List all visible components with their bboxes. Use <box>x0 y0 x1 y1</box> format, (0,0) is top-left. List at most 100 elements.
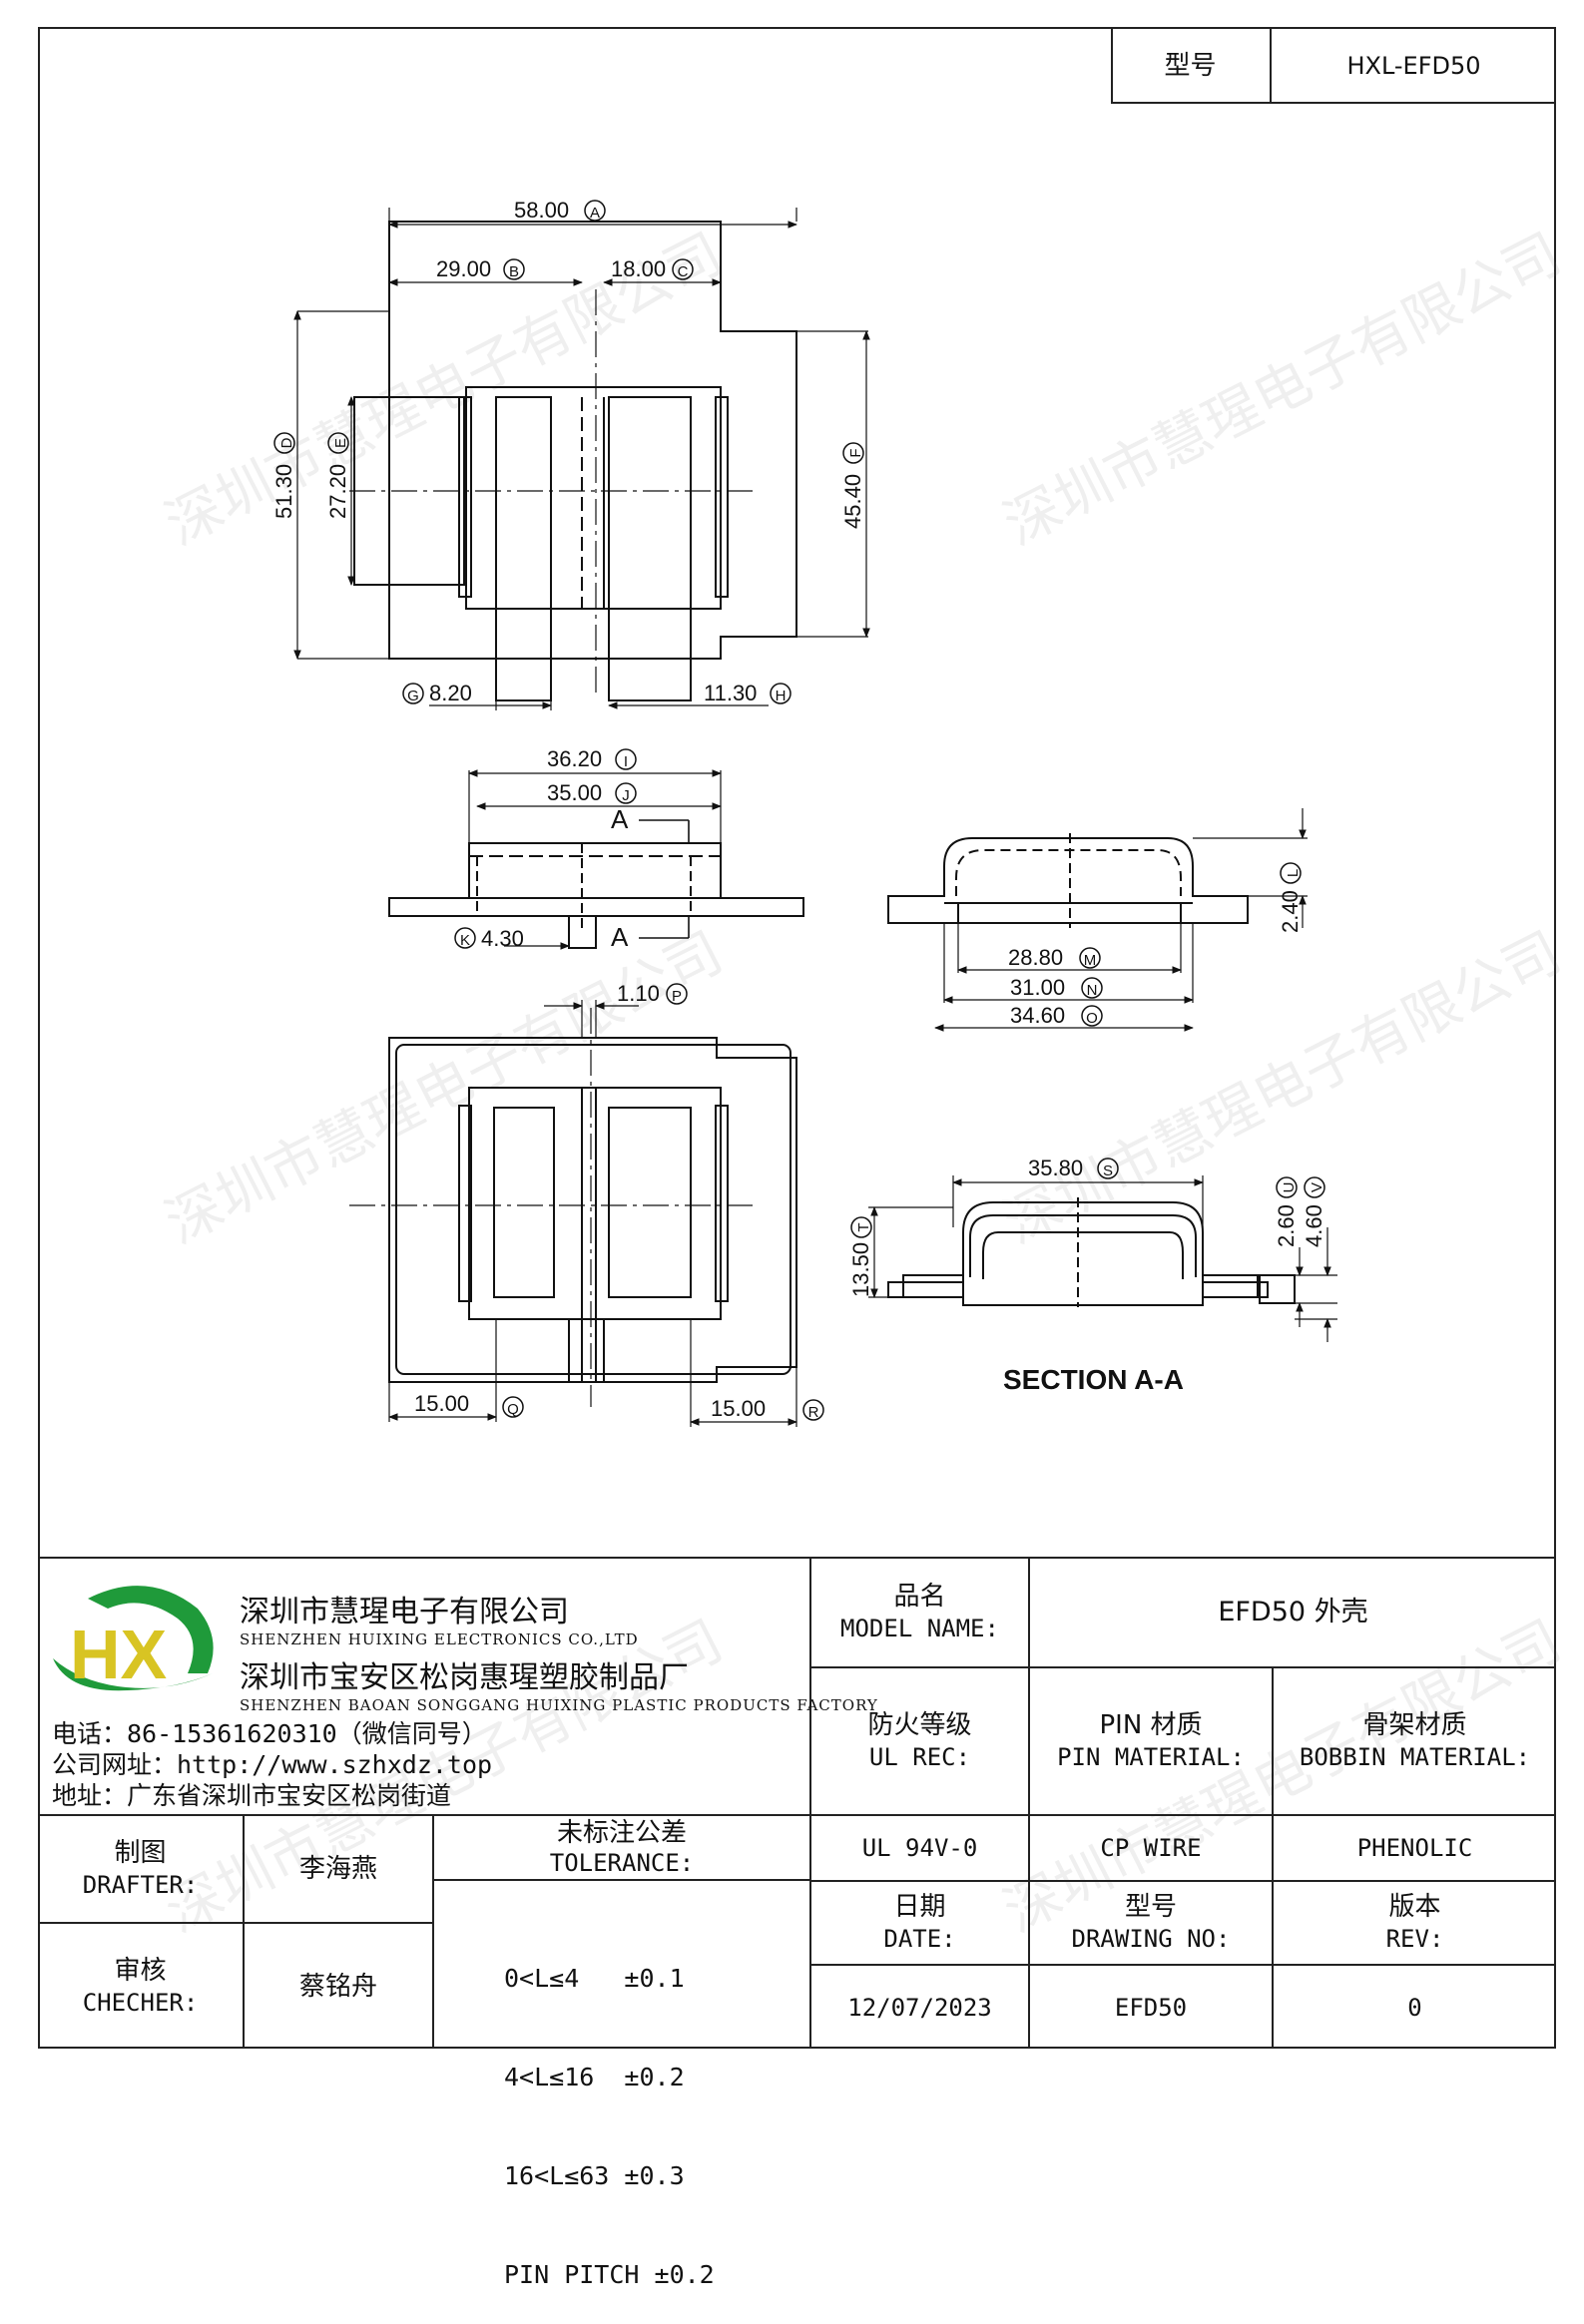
drafter-label-zh: 制图 <box>114 1838 167 1868</box>
date-label-en: DATE: <box>883 1925 956 1953</box>
dim-O: 34.60 O <box>1010 1003 1103 1028</box>
drawing-no-label-zh: 型号 <box>1124 1892 1177 1922</box>
company-website: 公司网址：http://www.szhxdz.top <box>52 1750 493 1779</box>
dim-value-S: 35.80 <box>1028 1156 1083 1180</box>
pin-material-label-en: PIN MATERIAL: <box>1057 1743 1245 1771</box>
dim-V: 4.60 V <box>1302 1176 1326 1247</box>
company-name-2-en: SHENZHEN BAOAN SONGGANG HUIXING PLASTIC … <box>240 1696 878 1714</box>
dim-D: 51.30 D <box>271 432 296 519</box>
rev-label-en: REV: <box>1385 1925 1444 1953</box>
rev-label-zh: 版本 <box>1388 1892 1441 1922</box>
dim-value-J: 35.00 <box>547 780 602 805</box>
dim-Q: 15.00 Q <box>414 1391 524 1418</box>
tolerance-line: 16<L≤63 ±0.3 <box>504 2161 685 2190</box>
dim-P: 1.10 P <box>617 981 688 1006</box>
drawing-frame <box>38 27 1556 2049</box>
dim-K: K 4.30 <box>454 926 524 951</box>
dim-letter-J: J <box>622 787 630 804</box>
dim-value-O: 34.60 <box>1010 1003 1065 1028</box>
dim-letter-Q: Q <box>507 1401 519 1418</box>
dim-I: 36.20 I <box>547 746 637 771</box>
dim-C: 18.00 C <box>611 256 694 281</box>
ul-label-en: UL REC: <box>868 1743 971 1771</box>
dim-value-V: 4.60 <box>1302 1204 1326 1247</box>
dim-value-T: 13.50 <box>848 1242 873 1297</box>
section-mark-bottom: A <box>611 922 629 952</box>
dim-value-A: 58.00 <box>514 198 569 223</box>
company-name-1: 深圳市慧瑆电子有限公司 <box>240 1595 569 1629</box>
dim-letter-B: B <box>509 263 519 280</box>
dim-letter-F: F <box>847 448 864 457</box>
checker-value: 蔡铭舟 <box>298 1971 377 2002</box>
dim-L: 2.40 L <box>1278 862 1303 933</box>
dim-letter-N: N <box>1087 982 1098 999</box>
rev-value: 0 <box>1407 1993 1422 2022</box>
pin-material-value: CP WIRE <box>1100 1834 1202 1862</box>
ul-value: UL 94V-0 <box>861 1834 978 1862</box>
model-header-value: HXL-EFD50 <box>1346 51 1481 80</box>
dim-E: 27.20 E <box>325 432 350 519</box>
technical-drawing: 58.00 A 29.00 B 18.00 C 51.30 D 27.20 E … <box>271 198 1337 1427</box>
dim-J: 35.00 J <box>547 780 637 805</box>
dim-letter-C: C <box>678 263 689 280</box>
dim-N: 31.00 N <box>1010 975 1103 1000</box>
dim-value-U: 2.60 <box>1274 1204 1299 1247</box>
dim-F: 45.40 F <box>840 442 865 529</box>
dim-letter-H: H <box>776 688 787 704</box>
dim-value-L: 2.40 <box>1278 890 1303 933</box>
dim-letter-D: D <box>278 437 295 448</box>
model-header-label: 型号 <box>1164 50 1217 81</box>
model-header-box <box>1111 27 1556 104</box>
model-name-label-en: MODEL NAME: <box>840 1615 999 1642</box>
dim-U: 2.60 U <box>1274 1176 1299 1247</box>
model-name-label-zh: 品名 <box>893 1582 946 1612</box>
dim-A: 58.00 A <box>514 198 606 223</box>
tolerance-line: PIN PITCH ±0.2 <box>504 2260 715 2289</box>
dim-letter-L: L <box>1285 869 1302 877</box>
bottom-view-outline <box>388 1037 797 1383</box>
dim-letter-U: U <box>1281 1182 1298 1193</box>
drafter-label-en: DRAFTER: <box>82 1871 199 1899</box>
drawing-no-label-en: DRAWING NO: <box>1071 1925 1231 1953</box>
dim-value-P: 1.10 <box>617 981 660 1006</box>
company-logo: HX <box>53 1586 214 1693</box>
dim-letter-T: T <box>855 1222 872 1231</box>
dim-letter-P: P <box>672 988 682 1005</box>
section-view-outline <box>887 1201 1269 1306</box>
top-view-outline <box>388 221 797 660</box>
dim-S: 35.80 S <box>1028 1156 1119 1180</box>
dim-letter-V: V <box>1309 1182 1325 1192</box>
bobbin-material-label-zh: 骨架材质 <box>1362 1710 1467 1740</box>
dim-R: 15.00 R <box>711 1396 824 1421</box>
dim-value-H: 11.30 <box>704 681 757 705</box>
model-name-value: EFD50 外壳 <box>1218 1597 1368 1627</box>
tolerance-line: 0<L≤4 ±0.1 <box>504 1964 685 1993</box>
dim-value-B: 29.00 <box>436 256 491 281</box>
dim-value-E: 27.20 <box>325 464 350 519</box>
company-name-1-en: SHENZHEN HUIXING ELECTRONICS CO.,LTD <box>240 1630 639 1648</box>
dim-letter-E: E <box>332 438 349 448</box>
dim-value-C: 18.00 <box>611 256 666 281</box>
dim-letter-I: I <box>624 753 628 770</box>
dim-letter-M: M <box>1084 952 1097 969</box>
drafter-value: 李海燕 <box>298 1854 377 1884</box>
pin-material-label-zh: PIN 材质 <box>1099 1710 1203 1740</box>
dim-value-K: 4.30 <box>481 926 524 951</box>
dim-letter-A: A <box>590 205 600 222</box>
date-label-zh: 日期 <box>893 1892 946 1922</box>
tolerance-label-zh: 未标注公差 <box>556 1817 687 1848</box>
dim-M: 28.80 M <box>1008 945 1101 970</box>
dim-value-F: 45.40 <box>840 474 865 529</box>
logo-text: HX <box>70 1616 168 1693</box>
dim-value-G: 8.20 <box>429 681 472 705</box>
section-label: SECTION A-A <box>1003 1364 1184 1395</box>
dim-value-Q: 15.00 <box>414 1391 469 1416</box>
tolerance-table: 0<L≤4 ±0.1 4<L≤16 ±0.2 16<L≤63 ±0.3 PIN … <box>504 1896 715 2324</box>
bobbin-material-label-en: BOBBIN MATERIAL: <box>1299 1743 1531 1771</box>
dim-T: 13.50 T <box>848 1216 873 1297</box>
dim-value-D: 51.30 <box>271 464 296 519</box>
dim-letter-G: G <box>407 688 419 704</box>
section-mark-top: A <box>611 804 629 834</box>
dim-letter-S: S <box>1103 1162 1113 1179</box>
drawing-no-value: EFD50 <box>1114 1993 1188 2022</box>
